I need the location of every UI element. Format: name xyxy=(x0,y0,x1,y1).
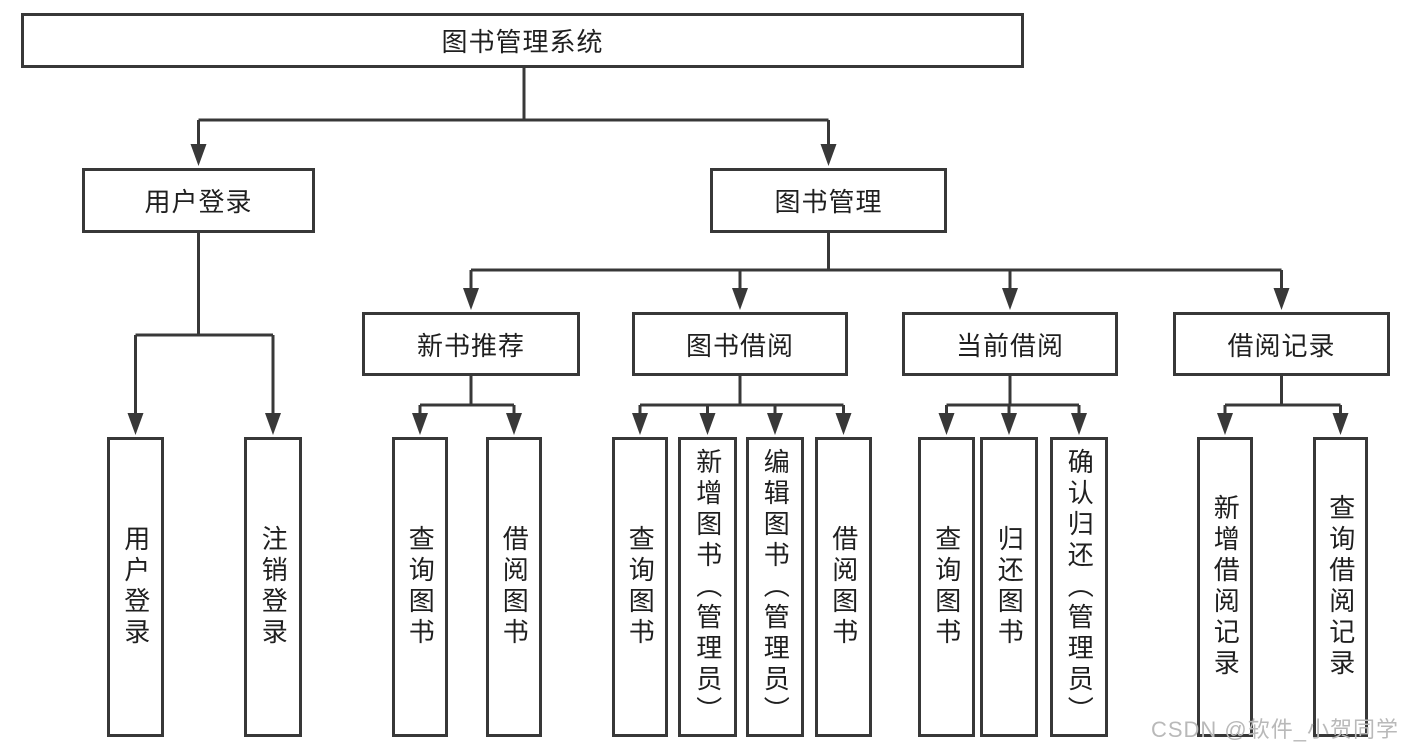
connector-root-to-level2 xyxy=(190,68,837,166)
leaf-query-books-recommend: 查询图书 xyxy=(392,437,448,737)
leaf-logout: 注销登录 xyxy=(244,437,302,737)
node-label: 图书借阅 xyxy=(685,330,794,361)
csdn-watermark: CSDN @软件_小贺同学 xyxy=(1150,717,1399,742)
node-label: 图书管理系统 xyxy=(441,27,604,57)
node-label: 编辑图书（管理员） xyxy=(760,447,791,727)
node-user-login: 用户登录 xyxy=(82,168,315,233)
node-label: 新增借阅记录 xyxy=(1210,494,1241,680)
node-new-book-recommend: 新书推荐 xyxy=(362,312,580,376)
node-label: 查询借阅记录 xyxy=(1325,494,1356,680)
leaf-confirm-return-admin: 确认归还（管理员） xyxy=(1050,437,1108,737)
node-label: 注销登录 xyxy=(258,525,289,649)
node-book-management: 图书管理 xyxy=(710,168,947,233)
node-current-borrow: 当前借阅 xyxy=(902,312,1118,376)
node-book-borrow: 图书借阅 xyxy=(632,312,848,376)
leaf-query-borrow-record: 查询借阅记录 xyxy=(1313,437,1368,737)
connector-records-to-children xyxy=(1217,376,1349,435)
connector-userlogin-to-children xyxy=(127,233,281,435)
node-label: 查询图书 xyxy=(405,525,436,649)
node-label: 借阅图书 xyxy=(828,525,859,649)
node-label: 用户登录 xyxy=(120,525,151,649)
node-library-system: 图书管理系统 xyxy=(21,13,1024,68)
leaf-query-books-current: 查询图书 xyxy=(918,437,975,737)
connector-current-to-children xyxy=(938,376,1087,435)
node-label: 图书管理 xyxy=(774,187,883,217)
node-label: 新书推荐 xyxy=(416,330,525,361)
leaf-return-book: 归还图书 xyxy=(980,437,1038,737)
node-label: 当前借阅 xyxy=(955,330,1064,361)
connector-borrow-to-children xyxy=(632,376,852,435)
node-label: 查询图书 xyxy=(625,525,656,649)
leaf-add-book-admin: 新增图书（管理员） xyxy=(678,437,737,737)
node-label: 确认归还（管理员） xyxy=(1064,447,1095,727)
node-label: 查询图书 xyxy=(931,525,962,649)
leaf-query-books-borrow: 查询图书 xyxy=(612,437,668,737)
node-label: 借阅图书 xyxy=(499,525,530,649)
node-borrow-records: 借阅记录 xyxy=(1173,312,1390,376)
connector-newbook-to-children xyxy=(412,376,522,435)
leaf-add-borrow-record: 新增借阅记录 xyxy=(1197,437,1253,737)
connector-bookmgmt-to-level3 xyxy=(463,233,1290,310)
leaf-borrow-books: 借阅图书 xyxy=(815,437,872,737)
leaf-borrow-books-recommend: 借阅图书 xyxy=(486,437,542,737)
node-label: 归还图书 xyxy=(994,525,1025,649)
node-label: 用户登录 xyxy=(144,187,253,217)
node-label: 借阅记录 xyxy=(1227,330,1336,361)
leaf-edit-book-admin: 编辑图书（管理员） xyxy=(746,437,804,737)
leaf-user-login: 用户登录 xyxy=(107,437,164,737)
node-label: 新增图书（管理员） xyxy=(692,447,723,727)
